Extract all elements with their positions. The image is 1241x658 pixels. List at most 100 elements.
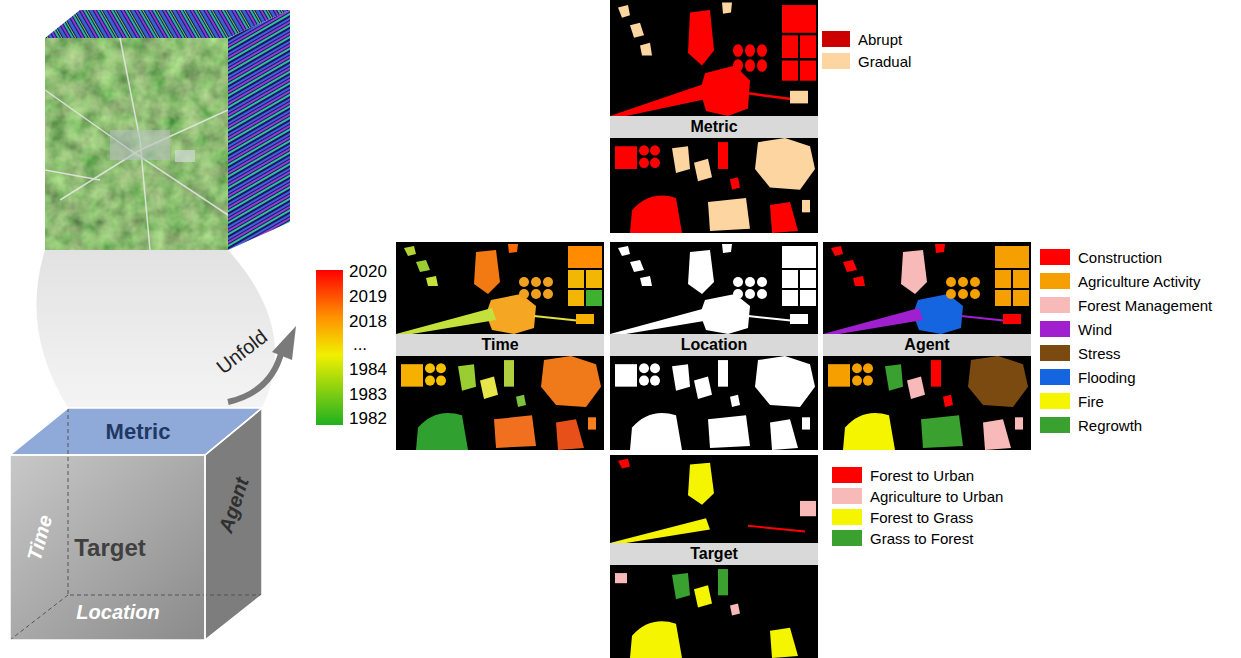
year-tick: 2020 [349, 262, 387, 282]
agent-panel-part-part [970, 277, 980, 287]
image-cube [45, 10, 290, 250]
target-panel [610, 455, 818, 658]
metric-panel-part-part [639, 145, 649, 155]
legend-swatch [1040, 345, 1070, 361]
concept-cube-part [10, 408, 262, 640]
time-panel-part-part [519, 277, 529, 287]
agent-panel-part-part [1013, 290, 1029, 306]
agent-panel-part-part [1015, 417, 1023, 429]
time-panel-part-part [568, 246, 602, 268]
location-panel-part-part [650, 375, 660, 385]
image-cube-part-part [45, 170, 100, 180]
time-panel-part-part [508, 244, 518, 253]
metric-panel-part-part [722, 3, 732, 14]
time-panel-part-part [404, 246, 416, 256]
metric-panel-part-part [610, 83, 710, 116]
metric-panel-part-part [757, 44, 767, 57]
cube-face-label: Target [74, 534, 146, 562]
legend-swatch [822, 31, 850, 47]
agent-panel-part [823, 244, 1029, 334]
concept-cube-part [205, 408, 262, 640]
time-panel-part-part [531, 277, 541, 287]
target-panel-part-part [610, 518, 710, 543]
agent-panel-part-part [995, 290, 1011, 306]
metric-panel-part-part [800, 61, 816, 81]
time-panel-part-part [396, 308, 496, 334]
legend-swatch [832, 488, 862, 504]
target-panel-part-part [618, 459, 630, 469]
location-panel-part-part [745, 277, 755, 287]
location-panel-part-part [618, 246, 630, 256]
agent-panel-part-part [931, 360, 941, 387]
metric-panel-part-part [639, 158, 649, 168]
time-panel-part-part [458, 364, 476, 391]
concept-cube-part-part [10, 595, 68, 640]
time-panel-part [401, 356, 601, 450]
metric-panel-part-part [745, 59, 755, 72]
image-cube-part-part [45, 90, 228, 215]
time-panel-part-part [568, 290, 584, 306]
metric-panel-part-part [790, 91, 808, 104]
time-panel-part-part [543, 289, 553, 299]
legend-text: Flooding [1078, 369, 1136, 386]
time-panel-part-part [576, 314, 594, 324]
agent-panel-part-part [1003, 314, 1021, 324]
time-panel-part-part [436, 375, 446, 385]
location-panel-part-part [730, 395, 740, 407]
legend-row: Gradual [822, 52, 911, 70]
time-panel-part-part [474, 250, 500, 294]
location-panel-part-part [615, 364, 637, 386]
legend-text: Abrupt [858, 31, 902, 48]
metric-panel-part [610, 0, 818, 233]
metric-panel-part-part [630, 23, 644, 38]
metric-panel-part-part [800, 35, 816, 58]
panel-node: Target [610, 455, 818, 658]
time-panel-part-part [531, 289, 541, 299]
year-tick: ... [353, 335, 367, 355]
agent-panel-part-part [885, 364, 903, 391]
target-panel-part-part [730, 603, 740, 615]
legend-text: Forest to Urban [870, 467, 974, 484]
panel-node: Location [610, 242, 818, 450]
time-panel [396, 242, 604, 450]
time-panel-part-part [586, 290, 602, 306]
agent-panel-part [828, 356, 1028, 450]
location-panel-part-part [782, 246, 816, 268]
year-tick: 1984 [349, 360, 387, 380]
time-colorbar [316, 270, 343, 425]
metric-panel-part-part [672, 146, 690, 173]
metric-panel-part-part [757, 59, 767, 72]
legend-row: Fire [1040, 392, 1104, 410]
panel-node: Metric [610, 0, 818, 233]
location-panel-part [615, 356, 815, 450]
legend-row: Forest to Grass [832, 508, 973, 526]
location-panel-part-part [630, 260, 644, 272]
legend-swatch [1040, 297, 1070, 313]
time-panel-part-part [480, 376, 498, 398]
location-panel-part-part [722, 244, 732, 253]
image-cube-part [228, 10, 290, 250]
metric-panel-part-part [650, 158, 660, 168]
location-panel-part [610, 244, 816, 334]
legend-swatch [1040, 369, 1070, 385]
location-panel-part-part [708, 415, 750, 448]
image-cube-part [110, 130, 170, 160]
target-panel-part-part [694, 585, 712, 607]
location-panel-part-part [640, 276, 652, 286]
legend-row: Construction [1040, 248, 1162, 266]
agent-panel-label: Agent [904, 336, 949, 354]
time-panel-part-part [494, 415, 536, 448]
agent-panel-part-part [943, 395, 953, 407]
target-panel-part-part [718, 569, 728, 595]
location-panel-part-part [694, 376, 712, 398]
metric-panel-label: Metric [690, 118, 737, 136]
location-panel-part-part [782, 270, 798, 288]
legend-text: Stress [1078, 345, 1121, 362]
year-tick: 1983 [349, 385, 387, 405]
panel-bar: Time [396, 334, 604, 356]
agent-panel-part-part [995, 270, 1011, 288]
agent-panel-part-part [968, 356, 1028, 407]
location-panel-part [610, 242, 818, 450]
metric-panel-part-part [694, 159, 712, 182]
legend-text: Wind [1078, 321, 1112, 338]
